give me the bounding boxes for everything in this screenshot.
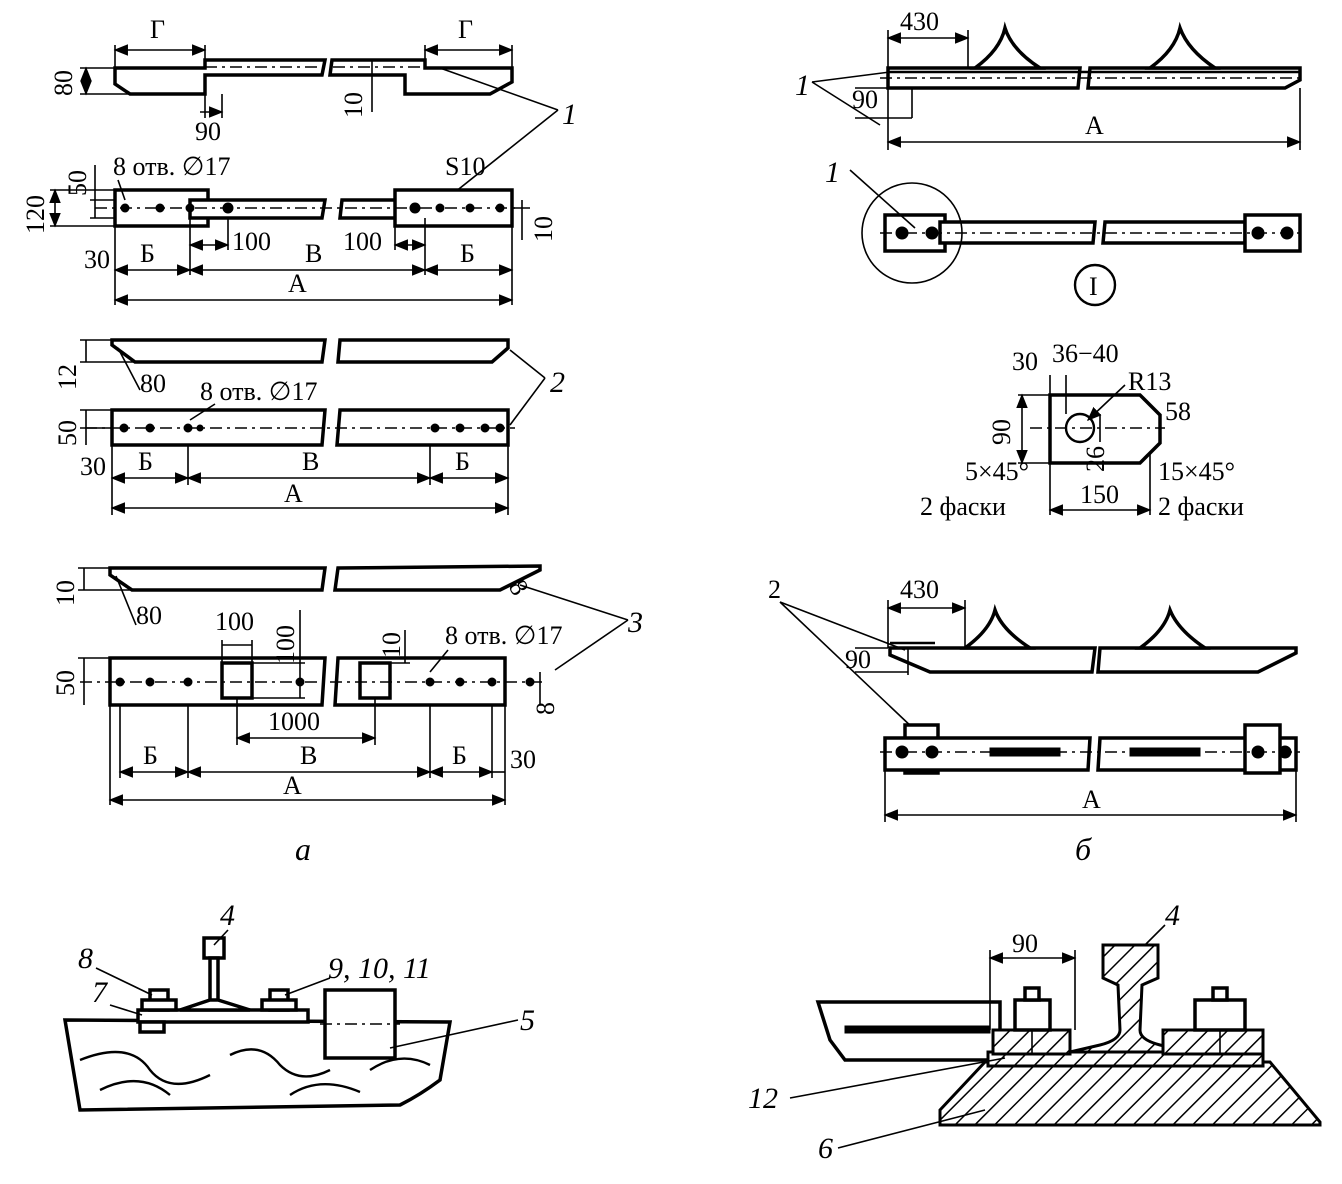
dim-a-2: А: [284, 479, 303, 508]
radius-r13: R13: [1128, 367, 1171, 396]
holes-note-1: 8 отв. ∅17: [113, 152, 230, 181]
dim-v-2: В: [302, 447, 319, 476]
dim-g-left: Г: [150, 15, 165, 44]
dim-10-small: 10: [377, 632, 406, 658]
dim-90-bottom: 90: [845, 645, 871, 674]
chamfer-right-note: 2 фаски: [1158, 492, 1244, 521]
dim-150: 150: [1080, 480, 1119, 509]
dim-80-2: 80: [140, 369, 166, 398]
dim-36-40: 36−40: [1052, 339, 1119, 368]
callout-9-10-11: 9, 10, 11: [328, 952, 431, 985]
part-2-drawing: 12 80 2 8 отв. ∅17 50 30 Б В Б А: [53, 338, 565, 515]
dim-10: 10: [339, 92, 368, 118]
callout-8: 8: [78, 942, 93, 975]
dim-30-2: 30: [80, 452, 106, 481]
dim-50: 50: [63, 170, 92, 196]
dim-b-left-2: Б: [138, 447, 153, 476]
part-3-drawing: 10 80 8 3 8 отв. ∅17 100 100 10 50: [51, 564, 643, 806]
dim-10-right: 10: [529, 216, 558, 242]
holes-note-3: 8 отв. ∅17: [445, 621, 562, 650]
dim-v-3: В: [300, 741, 317, 770]
chamfer-left-note: 2 фаски: [920, 492, 1006, 521]
dim-30-3: 30: [510, 745, 536, 774]
dim-80-3: 80: [136, 601, 162, 630]
dim-v-1: В: [305, 239, 322, 268]
chamfer-left: 5×45°: [965, 457, 1029, 486]
dim-50-3: 50: [51, 670, 80, 696]
callout-3: 3: [627, 606, 643, 639]
detail-i-drawing: 90 30 36−40 R13 58 26 150 5×45° 2 фаски …: [920, 339, 1244, 521]
dim-12: 12: [53, 364, 82, 390]
dim-120: 120: [21, 195, 50, 234]
dim-g-right: Г: [458, 15, 473, 44]
chamfer-right: 15×45°: [1158, 457, 1235, 486]
dim-90-detail: 90: [987, 419, 1016, 445]
dim-430-bottom: 430: [900, 575, 939, 604]
dim-b-right-3: Б: [452, 741, 467, 770]
part-1-drawing: Г Г 80 90 10 1 8 отв. ∅17: [21, 15, 577, 306]
callout-4-right: 4: [1165, 899, 1180, 932]
dim-b-right-1: Б: [460, 239, 475, 268]
dim-b-right-2: Б: [455, 447, 470, 476]
dim-30: 30: [84, 245, 110, 274]
caption-a: а: [295, 831, 311, 867]
dim-30-detail: 30: [1012, 347, 1038, 376]
s10-note: S10: [445, 152, 485, 181]
dim-430-top: 430: [900, 7, 939, 36]
dim-100-v: 100: [271, 625, 300, 664]
callout-2: 2: [550, 366, 565, 399]
dim-58: 58: [1165, 397, 1191, 426]
callout-1-lower: 1: [825, 156, 840, 189]
detail-mark-i: I: [1089, 272, 1098, 301]
callout-1: 1: [562, 98, 577, 131]
panel-b-bottom-drawing: 430 90 2 А: [768, 575, 1300, 822]
assembly-right-drawing: 90 4 12 6: [748, 899, 1322, 1165]
dim-100-h: 100: [215, 607, 254, 636]
dim-100-left: 100: [232, 227, 271, 256]
dim-10-3: 10: [51, 580, 80, 606]
dim-a-1: А: [288, 269, 307, 298]
assembly-left-drawing: 4 8 7 9, 10, 11 5: [62, 899, 535, 1112]
callout-1-upper: 1: [795, 69, 810, 102]
callout-7: 7: [92, 976, 109, 1009]
dim-b-left-1: Б: [140, 239, 155, 268]
dim-26: 26: [1081, 446, 1110, 472]
callout-5: 5: [520, 1004, 535, 1037]
dim-8-side: 8: [531, 702, 560, 715]
callout-12: 12: [748, 1082, 778, 1115]
caption-b: б: [1075, 831, 1092, 867]
callout-6: 6: [818, 1132, 833, 1165]
dim-a-top: А: [1085, 111, 1104, 140]
dim-100-right: 100: [343, 227, 382, 256]
dim-90-assembly: 90: [1012, 929, 1038, 958]
dim-1000: 1000: [268, 707, 320, 736]
dim-50-2: 50: [53, 420, 82, 446]
dim-a-3: А: [283, 771, 302, 800]
dim-90: 90: [195, 117, 221, 146]
holes-note-2: 8 отв. ∅17: [200, 377, 317, 406]
callout-4-left: 4: [220, 899, 235, 932]
dim-80: 80: [49, 70, 78, 96]
dim-b-left-3: Б: [143, 741, 158, 770]
panel-b-top-drawing: 430 90 1 А 1 I: [795, 7, 1305, 307]
dim-a-bottom: А: [1082, 785, 1101, 814]
callout-2-b: 2: [768, 575, 781, 604]
